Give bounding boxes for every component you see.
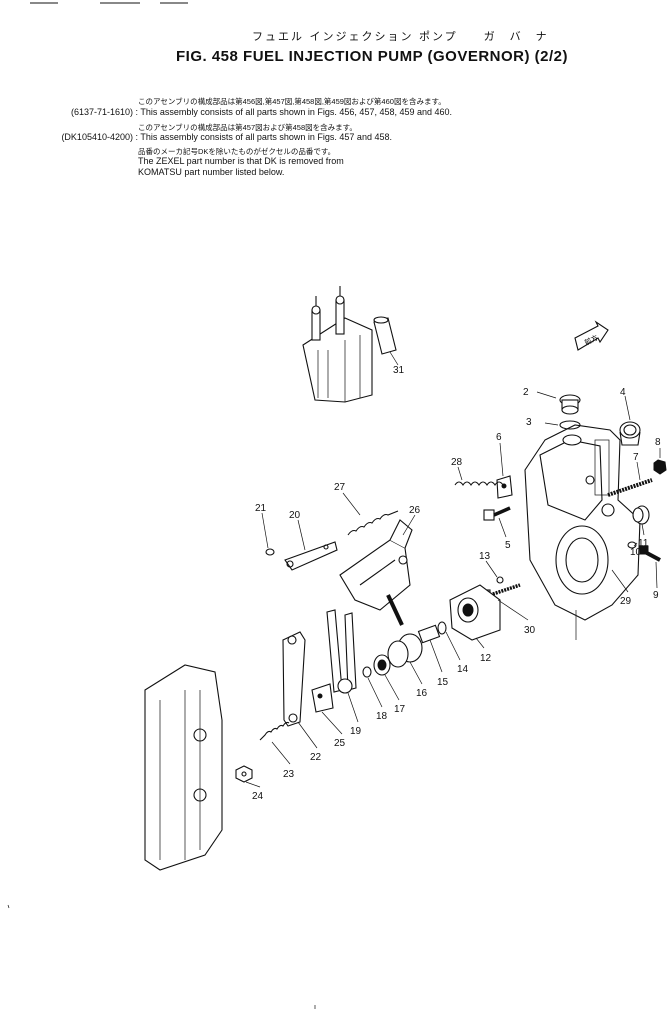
callout-10: 10 [630, 547, 642, 558]
callout-8: 8 [655, 437, 661, 448]
callout-28: 28 [451, 457, 463, 468]
pump-block-upper [302, 286, 373, 403]
part-6-bracket [496, 475, 513, 499]
note-jp-3: 品番のメーカ記号DKを除いたものがゼクセルの品番です。 [138, 147, 336, 156]
part-7-bolt [607, 478, 653, 497]
part-13-pin [496, 576, 504, 584]
note-jp-1: このアセンブリの構成部品は第456図,第457図,第458図,第459図および第… [138, 97, 446, 106]
part-22-lever [282, 631, 306, 727]
callout-17: 17 [394, 704, 406, 715]
part-9-bolt [639, 545, 661, 562]
callout-29: 29 [620, 596, 632, 607]
callout-9: 9 [653, 590, 659, 601]
note-zexel-1: The ZEXEL part number is that DK is remo… [138, 156, 344, 166]
callout-14: 14 [457, 664, 469, 675]
callout-22: 22 [310, 752, 322, 763]
callout-20: 20 [289, 510, 301, 521]
callout-5: 5 [505, 540, 511, 551]
leader-lines [245, 391, 661, 788]
part-23-spring [259, 721, 290, 741]
figure-title: FIG. 458 FUEL INJECTION PUMP (GOVERNOR) … [176, 48, 569, 65]
callout-19: 19 [350, 726, 362, 737]
callout-30: 30 [524, 625, 536, 636]
part-27-spring [347, 510, 399, 536]
part-14-ring [437, 621, 447, 635]
callout-18: 18 [376, 711, 388, 722]
part-2-plug [559, 394, 581, 415]
callout-23: 23 [283, 769, 295, 780]
part-4-cap [619, 421, 641, 446]
part-11-cap [632, 505, 650, 525]
part-21-washer [265, 548, 275, 556]
part-18-washer [362, 666, 372, 678]
callout-3: 3 [526, 417, 532, 428]
callout-13: 13 [479, 551, 491, 562]
part-26-lever-assembly [339, 519, 413, 626]
callout-25: 25 [334, 738, 346, 749]
part-17-bearing [373, 654, 391, 676]
note-zexel-2: KOMATSU part number listed below. [138, 167, 285, 177]
part-28-spring [454, 481, 504, 486]
callout-11: 11 [638, 538, 649, 549]
callout-16: 16 [416, 688, 428, 699]
callout-21: 21 [255, 503, 267, 514]
japanese-title: フュエル インジェクション ポンプ ガ バ ナ [252, 30, 549, 43]
note-jp-2: このアセンブリの構成部品は第457図および第458図を含みます。 [138, 123, 357, 132]
callout-24: 24 [252, 791, 264, 802]
governor-housing [524, 424, 641, 640]
callout-26: 26 [409, 505, 421, 516]
part-12-flyweight-holder [449, 584, 501, 641]
front-direction-arrow: 前方 [574, 320, 609, 351]
callout-7: 7 [633, 452, 639, 463]
part-15-sleeve [417, 624, 441, 644]
stray-mark-1 [7, 904, 10, 909]
part-25-bracket [311, 683, 334, 713]
part-19-lever [326, 609, 357, 694]
part-10-washer [627, 541, 637, 549]
callout-12: 12 [480, 653, 492, 664]
part-31-sleeve [373, 316, 399, 366]
callout-numbers: 2 3 4 6 8 7 28 27 26 21 20 5 13 11 10 9 … [252, 365, 661, 802]
part-16-bushing [387, 633, 423, 668]
part-20-lever [284, 541, 338, 571]
part-5-bolt [483, 506, 511, 521]
note-assembly-1: (6137-71-1610) : This assembly consists … [70, 107, 453, 117]
part-8-nut [653, 459, 667, 475]
pump-body-lower [144, 664, 223, 871]
callout-4: 4 [620, 387, 626, 398]
callout-6: 6 [496, 432, 502, 443]
callout-15: 15 [437, 677, 449, 688]
callout-31: 31 [393, 365, 405, 376]
note-assembly-2: (DK105410-4200) : This assembly consists… [61, 132, 392, 142]
callout-2: 2 [523, 387, 529, 398]
callout-27: 27 [334, 482, 346, 493]
part-3-o-ring [559, 420, 581, 430]
part-24-nut [235, 765, 253, 783]
